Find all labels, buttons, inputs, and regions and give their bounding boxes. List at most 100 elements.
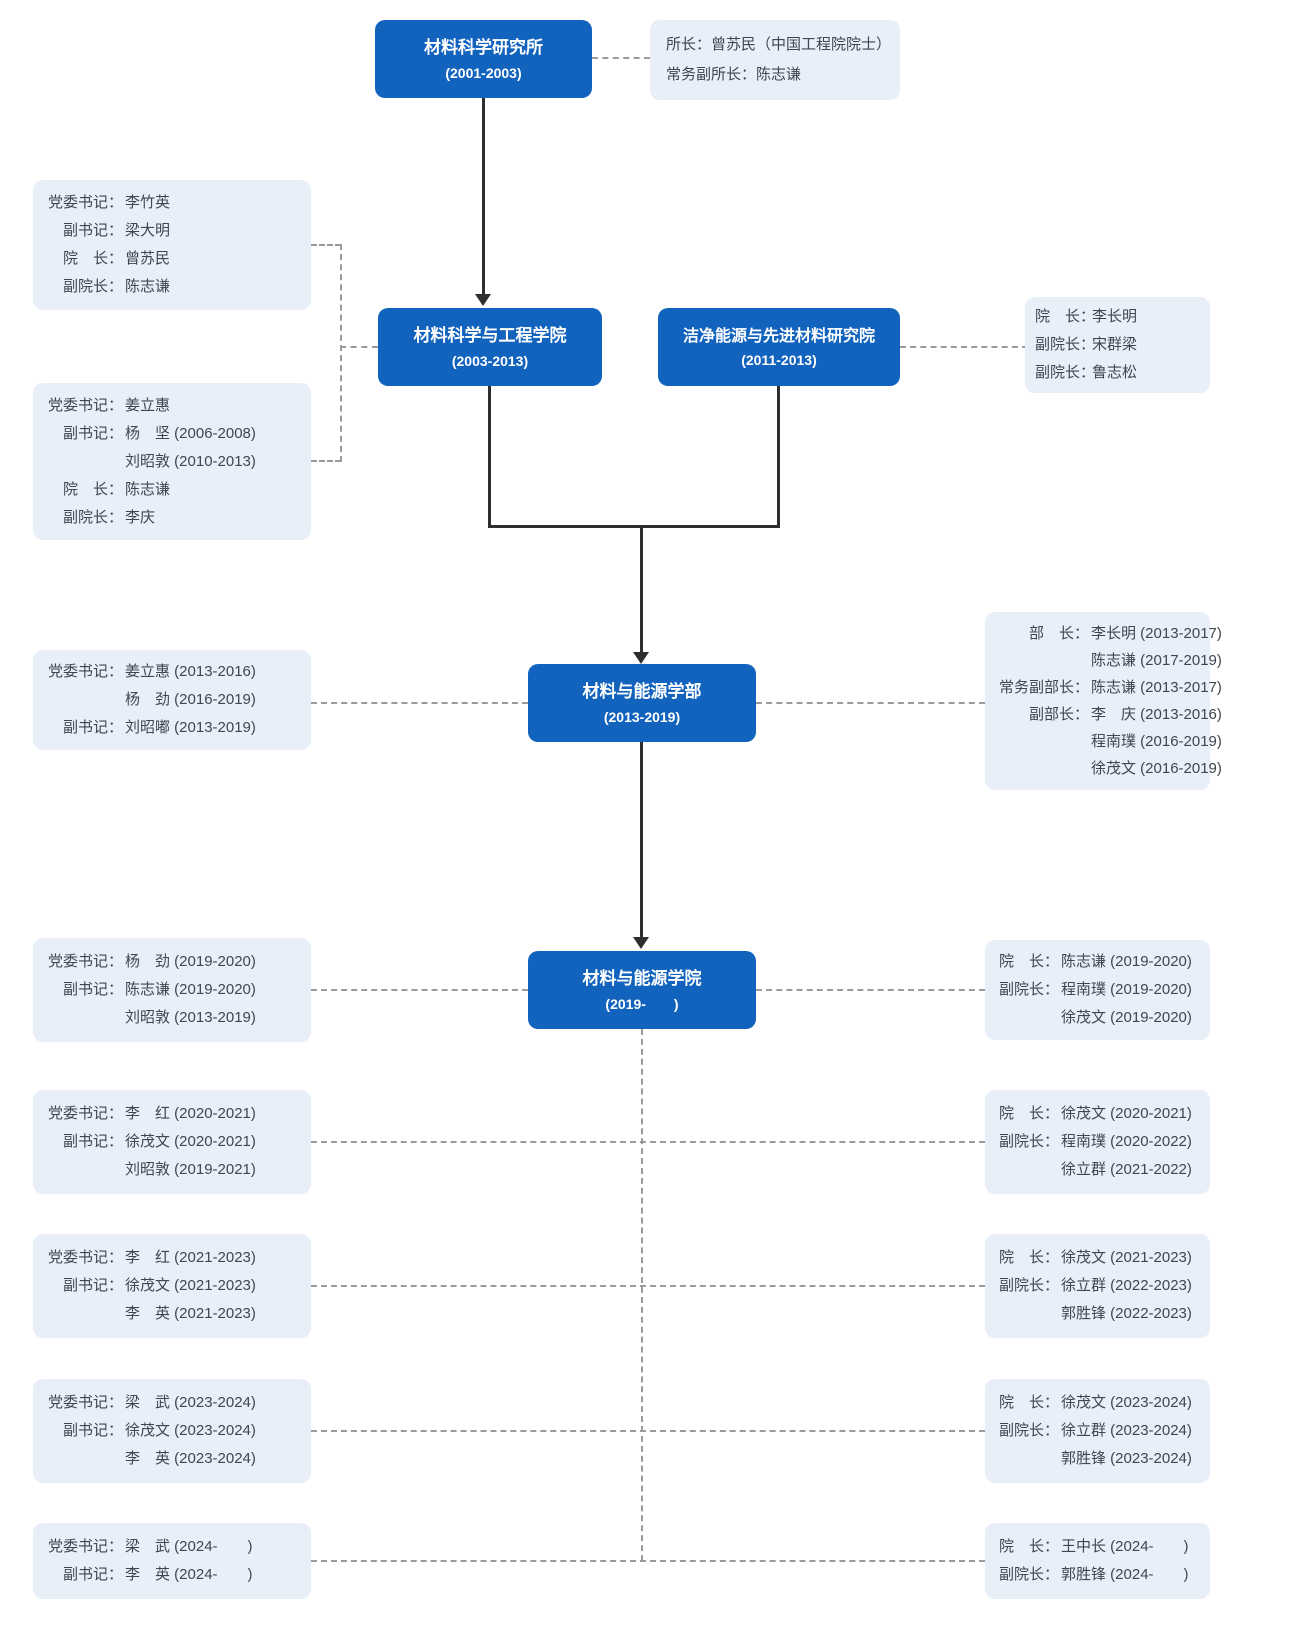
node-college-energy: 材料与能源学院 (2019- )	[528, 951, 756, 1029]
person-value: 陈志谦 (2019-2020)	[1061, 953, 1192, 970]
info-line: 副书记：徐茂文 (2023-2024)	[45, 1417, 299, 1445]
person-value: 陈志谦	[125, 480, 171, 498]
info-line: 副院长：徐立群 (2023-2024)	[997, 1417, 1198, 1445]
info-faculty-party: 党委书记：姜立惠 (2013-2016) 杨 劲 (2016-2019) 副书记…	[33, 650, 311, 750]
info-college-2019-leaders: 院 长：陈志谦 (2019-2020) 副院长：程南璞 (2019-2020) …	[985, 940, 1210, 1040]
role-label: 副院长：	[998, 981, 1059, 998]
dash-party2-stub	[311, 460, 341, 462]
role-label: 部 长：	[1028, 625, 1089, 642]
role-label	[997, 1300, 1059, 1328]
role-label: 院 长：	[62, 250, 123, 267]
arrow-merge-to-faculty	[640, 525, 643, 652]
role-label	[997, 755, 1089, 782]
role-label: 副院长：	[62, 508, 123, 526]
info-college-eng-party-2: 党委书记：姜立惠 副书记：杨 坚 (2006-2008) 刘昭敦 (2010-2…	[33, 383, 311, 540]
info-college-2023-party: 党委书记：梁 武 (2023-2024) 副书记：徐茂文 (2023-2024)…	[33, 1379, 311, 1483]
node-clean-energy: 洁净能源与先进材料研究院 (2011-2013)	[658, 308, 900, 386]
info-line: 李 英 (2021-2023)	[45, 1300, 299, 1328]
person-value: 陈志谦 (2013-2017)	[1091, 679, 1222, 696]
person-value: 徐立群 (2021-2022)	[1061, 1161, 1192, 1178]
person-value: 陈志谦	[756, 66, 802, 83]
info-college-eng-party-1: 党委书记：李竹英 副书记：梁大明 院 长：曾苏民 副院长：陈志谦	[33, 180, 311, 310]
node-college-eng: 材料科学与工程学院 (2003-2013)	[378, 308, 602, 386]
role-label: 副院长：	[998, 1277, 1059, 1294]
info-line: 院 长：徐茂文 (2020-2021)	[997, 1100, 1198, 1128]
role-label: 副书记：	[62, 981, 123, 998]
info-line: 杨 劲 (2016-2019)	[45, 686, 299, 714]
info-line: 副院长：鲁志松	[1035, 359, 1200, 387]
role-label: 副院长：	[62, 278, 123, 295]
info-college-2021-leaders: 院 长：徐茂文 (2021-2023) 副院长：徐立群 (2022-2023) …	[985, 1234, 1210, 1338]
arrowhead-icon	[475, 294, 491, 306]
node-institute: 材料科学研究所 (2001-2003)	[375, 20, 592, 98]
dash-cleanenergy-to-leaders	[900, 346, 1028, 348]
person-value: 陈志谦 (2017-2019)	[1091, 652, 1222, 669]
role-label: 常务副部长：	[998, 679, 1089, 696]
info-line: 常务副所长：陈志谦	[666, 60, 884, 90]
person-value: 徐茂文 (2020-2021)	[125, 1133, 256, 1150]
role-label	[45, 1445, 123, 1473]
info-line: 党委书记：李 红 (2020-2021)	[45, 1100, 299, 1128]
merge-line-bar	[488, 525, 780, 528]
node-title: 洁净能源与先进材料研究院	[682, 327, 875, 345]
person-value: 徐立群 (2023-2024)	[1061, 1422, 1192, 1439]
info-college-2020-party: 党委书记：李 红 (2020-2021) 副书记：徐茂文 (2020-2021)…	[33, 1090, 311, 1194]
person-value: 李长明	[1092, 308, 1138, 325]
role-label	[997, 647, 1089, 674]
person-value: 梁大明	[125, 222, 171, 239]
role-label: 院 长：	[1035, 308, 1096, 325]
role-label	[997, 1004, 1059, 1032]
info-line: 院 长：陈志谦 (2019-2020)	[997, 948, 1198, 976]
role-label: 党委书记：	[47, 1394, 123, 1411]
dash-row-2024	[311, 1560, 985, 1562]
person-value: 李庆	[125, 508, 156, 526]
role-label: 副书记：	[62, 1277, 123, 1294]
role-label	[997, 1445, 1059, 1473]
person-value: 徐立群 (2022-2023)	[1061, 1277, 1192, 1294]
person-value: 刘昭敦 (2013-2019)	[125, 1009, 256, 1026]
node-title: 材料与能源学部	[582, 682, 702, 702]
info-line: 副部长：李 庆 (2013-2016)	[997, 701, 1222, 728]
role-label: 副书记：	[62, 1422, 123, 1439]
role-label	[45, 1300, 123, 1328]
info-line: 常务副部长：陈志谦 (2013-2017)	[997, 674, 1222, 701]
info-line: 郭胜锋 (2023-2024)	[997, 1445, 1198, 1473]
role-label: 常务副所长：	[666, 66, 757, 83]
person-value: 李 庆 (2013-2016)	[1091, 706, 1222, 723]
person-value: 刘昭嘟 (2013-2019)	[125, 719, 256, 736]
info-line: 副院长：徐立群 (2022-2023)	[997, 1272, 1198, 1300]
role-label: 院 长：	[998, 953, 1059, 970]
person-value: 李 英 (2024- )	[125, 1566, 253, 1583]
role-label: 院 长：	[998, 1105, 1059, 1122]
person-value: 宋群梁	[1092, 336, 1138, 353]
role-label: 党委书记：	[47, 1538, 123, 1555]
person-value: 杨 劲 (2016-2019)	[125, 691, 256, 708]
person-value: 曾苏民	[125, 250, 171, 267]
dash-facultyparty-to-faculty	[311, 702, 528, 704]
info-institute-leaders: 所长：曾苏民（中国工程院院士） 常务副所长：陈志谦	[650, 20, 900, 100]
person-value: 徐茂文 (2023-2024)	[125, 1422, 256, 1439]
person-value: 郭胜锋 (2022-2023)	[1061, 1305, 1192, 1322]
role-label	[45, 1004, 123, 1032]
info-line: 副院长：程南璞 (2020-2022)	[997, 1128, 1198, 1156]
info-line: 副书记：杨 坚 (2006-2008)	[45, 420, 299, 448]
merge-line-right	[777, 386, 780, 528]
info-line: 党委书记：李 红 (2021-2023)	[45, 1244, 299, 1272]
info-line: 院 长：徐茂文 (2023-2024)	[997, 1389, 1198, 1417]
arrowhead-icon	[633, 652, 649, 664]
merge-line-left	[488, 386, 491, 528]
role-label: 党委书记：	[47, 396, 123, 414]
role-label: 副部长：	[1028, 706, 1089, 723]
person-value: 程南璞 (2016-2019)	[1091, 733, 1222, 750]
person-value: 郭胜锋 (2023-2024)	[1061, 1450, 1192, 1467]
person-value: 姜立惠	[125, 396, 171, 414]
role-label: 党委书记：	[47, 1249, 123, 1266]
role-label: 副书记：	[62, 222, 123, 239]
node-title: 材料科学与工程学院	[413, 326, 567, 346]
person-value: 徐茂文 (2020-2021)	[1061, 1105, 1192, 1122]
info-line: 李 英 (2023-2024)	[45, 1445, 299, 1473]
dash-party2019-to-college	[311, 989, 528, 991]
info-line: 刘昭敦 (2019-2021)	[45, 1156, 299, 1184]
role-label: 院 长：	[998, 1394, 1059, 1411]
info-line: 副书记：梁大明	[45, 217, 299, 245]
